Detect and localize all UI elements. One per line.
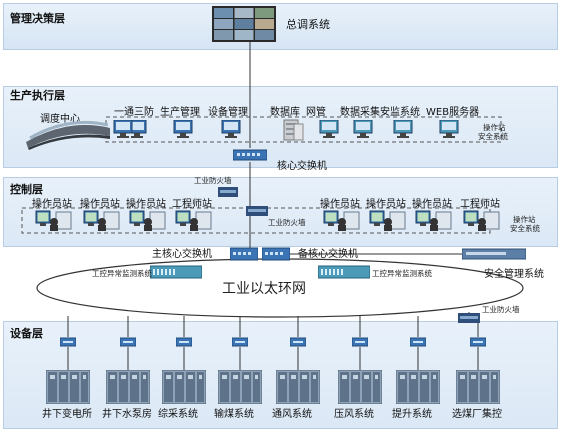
field-switch-icon [290, 337, 306, 347]
backup-core-switch-icon [262, 246, 290, 262]
operator-station-icon [462, 210, 502, 232]
control-cabinet-icon [106, 370, 150, 404]
production-system-label: 一通三防 [114, 107, 154, 118]
server-icon [318, 120, 342, 140]
operator-station-icon [82, 210, 122, 232]
firewall-top-icon [218, 186, 238, 198]
equipment-layer-title: 设备层 [10, 327, 43, 340]
equipment-system-label: 井下变电所 [42, 409, 92, 420]
production-security-note-1: 操作站 [483, 123, 506, 132]
control-station-label: 操作员站 [80, 199, 120, 210]
control-security-note-1: 操作站 [513, 215, 536, 224]
server-icon [438, 120, 462, 140]
equipment-system-label: 提升系统 [392, 409, 432, 420]
field-switch-icon [232, 337, 248, 347]
control-station-label: 操作员站 [320, 199, 360, 210]
control-station-label: 操作员站 [32, 199, 72, 210]
database-icon [282, 118, 304, 142]
production-system-label: 生产管理 [160, 107, 200, 118]
operator-station-icon [414, 210, 454, 232]
equipment-system-label: 通风系统 [272, 409, 312, 420]
equipment-system-label: 输煤系统 [214, 409, 254, 420]
video-wall-icon [212, 6, 276, 42]
control-layer-title: 控制层 [10, 183, 43, 196]
operator-station-icon [128, 210, 168, 232]
production-system-label: 安监系统 [380, 107, 420, 118]
field-switch-icon [120, 337, 136, 347]
field-switch-icon [352, 337, 368, 347]
security-mgmt-label: 安全管理系统 [484, 269, 544, 280]
control-cabinet-icon [162, 370, 206, 404]
control-cabinet-icon [338, 370, 382, 404]
anomaly-left-label: 工控异常监测系统 [92, 269, 152, 278]
anomaly-right-icon [318, 265, 370, 279]
control-station-label: 操作员站 [412, 199, 452, 210]
control-station-label: 操作员站 [366, 199, 406, 210]
main-core-switch-icon [230, 246, 258, 262]
control-station-label: 工程师站 [460, 199, 500, 210]
production-security-note-2: 安全系统 [478, 132, 508, 141]
control-cabinet-icon [276, 370, 320, 404]
security-mgmt-icon [462, 248, 526, 260]
equipment-system-label: 选煤厂集控 [452, 409, 502, 420]
field-switch-icon [470, 337, 486, 347]
field-switch-icon [176, 337, 192, 347]
control-station-label: 工程师站 [172, 199, 212, 210]
anomaly-left-icon [150, 265, 202, 279]
firewall-bottom-label: 工业防火墙 [482, 305, 520, 314]
production-layer-title: 生产执行层 [10, 89, 65, 102]
production-system-label: 网管 [306, 107, 326, 118]
main-core-switch-label: 主核心交换机 [152, 249, 212, 260]
equipment-system-label: 井下水泵房 [102, 409, 152, 420]
operator-station-icon [174, 210, 214, 232]
equipment-system-label: 压风系统 [334, 409, 374, 420]
core-switch-label: 核心交换机 [277, 161, 327, 172]
core-switch-icon [233, 148, 267, 162]
operator-station-icon [322, 210, 362, 232]
production-system-label: 数据采集 [340, 107, 380, 118]
operator-station-icon [34, 210, 74, 232]
control-station-label: 操作员站 [126, 199, 166, 210]
dispatch-system-label: 总调系统 [286, 18, 330, 31]
dispatch-center-label: 调度中心 [40, 114, 80, 125]
production-system-label: WEB服务器 [426, 107, 480, 118]
firewall-top-label: 工业防火墙 [194, 176, 232, 185]
field-switch-icon [410, 337, 426, 347]
firewall-bottom-icon [458, 312, 480, 324]
decision-layer-title: 管理决策层 [10, 12, 65, 25]
server-icon [352, 120, 376, 140]
firewall-mid-icon [246, 205, 268, 217]
production-system-label: 数据库 [270, 107, 300, 118]
control-cabinet-icon [46, 370, 90, 404]
ring-network-label: 工业以太环网 [222, 281, 306, 297]
server-icon [392, 120, 416, 140]
workstation-icon [172, 120, 196, 140]
control-cabinet-icon [218, 370, 262, 404]
production-system-label: 设备管理 [208, 107, 248, 118]
decision-layer-panel [3, 3, 558, 50]
dispatch-console-icon [24, 116, 112, 150]
workstation-icon [112, 120, 136, 140]
control-cabinet-icon [456, 370, 500, 404]
anomaly-right-label: 工控异常监测系统 [372, 269, 432, 278]
equipment-system-label: 综采系统 [158, 409, 198, 420]
field-switch-icon [60, 337, 76, 347]
control-cabinet-icon [396, 370, 440, 404]
operator-station-icon [368, 210, 408, 232]
backup-core-switch-label: 备核心交换机 [298, 249, 358, 260]
firewall-mid-label: 工业防火墙 [268, 218, 306, 227]
workstation-icon [220, 120, 244, 140]
control-security-note-2: 安全系统 [510, 224, 540, 233]
